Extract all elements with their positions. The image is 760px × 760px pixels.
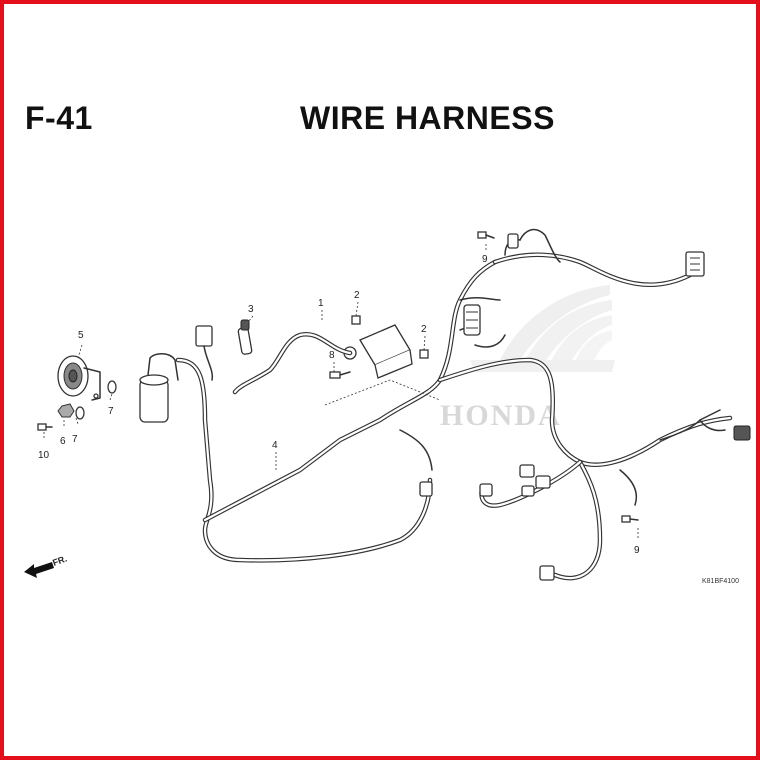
page-title: WIRE HARNESS — [300, 100, 555, 136]
horn-washer-right — [107, 380, 117, 394]
callout-9-top: 9 — [482, 254, 488, 265]
callout-7-right: 7 — [108, 406, 114, 417]
coil-bolt — [329, 371, 351, 379]
main-harness — [175, 228, 733, 581]
callout-9-bottom: 9 — [634, 545, 640, 556]
callout-3: 3 — [248, 304, 254, 315]
connector-right-top — [685, 251, 705, 277]
honda-watermark: HONDA — [440, 399, 562, 432]
bolt-top — [477, 231, 495, 239]
bolt-lower-right — [621, 515, 639, 523]
callout-7-left: 7 — [72, 434, 78, 445]
honda-wing-watermark — [470, 285, 615, 372]
horn-bolt — [37, 423, 53, 431]
connector-top-small — [507, 233, 519, 249]
callout-1: 1 — [318, 298, 324, 309]
condenser-unit — [139, 353, 179, 423]
coil-grommet-right — [419, 349, 429, 359]
horn-washer-left — [75, 406, 85, 420]
callout-5: 5 — [78, 330, 84, 341]
connector-upper-center — [463, 304, 481, 336]
horn-nut — [57, 403, 75, 418]
connector-right-mid — [733, 425, 751, 441]
leader-lines — [43, 244, 639, 540]
callout-2-upper: 2 — [354, 290, 360, 301]
connector-left-top — [195, 325, 214, 381]
callout-8: 8 — [329, 350, 335, 361]
front-direction-arrow — [24, 562, 54, 578]
coil-grommet-upper — [351, 315, 361, 325]
callout-2-right: 2 — [421, 324, 427, 335]
page-code: F-41 — [25, 100, 93, 136]
callout-10: 10 — [38, 450, 50, 461]
callout-4: 4 — [272, 440, 278, 451]
connector-center-cluster — [479, 464, 551, 497]
connector-right-low — [539, 565, 555, 581]
callout-6: 6 — [60, 436, 66, 447]
spark-plug-cap — [237, 319, 253, 355]
connector-small-loop — [419, 481, 433, 497]
drawing-code: K81BF4100 — [702, 578, 739, 585]
horn — [57, 355, 101, 401]
ignition-coil — [232, 324, 413, 395]
front-direction-label: FR. — [51, 554, 68, 568]
